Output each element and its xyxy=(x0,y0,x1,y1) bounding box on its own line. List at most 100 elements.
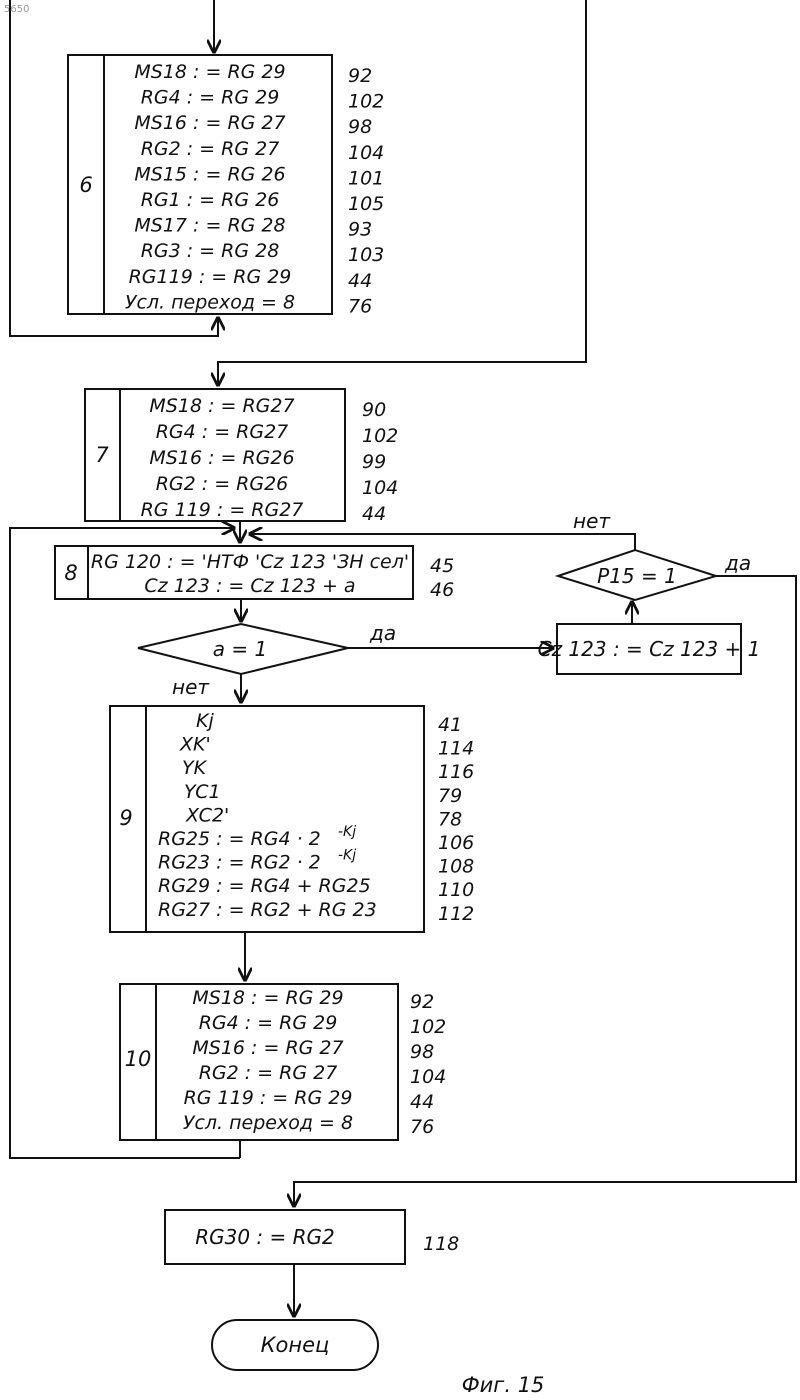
block-10-refs: 92 102 98 104 44 76 xyxy=(410,991,446,1138)
block10-line: RG4 : = RG 29 xyxy=(199,1012,338,1034)
block-7-number: 7 xyxy=(95,443,109,467)
block6-line: RG4 : = RG 29 xyxy=(141,87,280,109)
decision-a-no-label: нет xyxy=(172,675,210,699)
block10-line: RG2 : = RG 27 xyxy=(199,1062,338,1084)
block7-ref: 44 xyxy=(362,503,386,525)
block9-line: RG29 : = RG4 + RG25 xyxy=(158,875,371,897)
block10-ref: 104 xyxy=(410,1066,446,1088)
block-10-number: 10 xyxy=(125,1047,152,1071)
block-8-refs: 4546 xyxy=(430,555,454,601)
decision-p15-no-label: нет xyxy=(573,509,611,533)
block7-line: MS16 : = RG26 xyxy=(149,447,294,469)
block-9: 9 KjXK'YKYC1XC2'RG25 : = RG4 · 2-KjRG23 … xyxy=(110,706,474,932)
block-9-number: 9 xyxy=(119,806,132,830)
block9-ref: 110 xyxy=(438,879,474,901)
block9-ref: 108 xyxy=(438,856,474,878)
block6-line: Усл. переход = 8 xyxy=(125,291,295,313)
block-10: 10 MS18 : = RG 29 RG4 : = RG 29 MS16 : = R… xyxy=(120,984,446,1140)
block7-line: RG4 : = RG27 xyxy=(156,421,289,443)
block9-line: YK xyxy=(182,757,208,779)
block10-ref: 76 xyxy=(410,1116,434,1138)
block9-ref: 116 xyxy=(438,761,474,783)
block9-line: RG27 : = RG2 + RG 23 xyxy=(158,899,377,921)
block9-ref: 78 xyxy=(438,808,462,830)
block8-line: Cz 123 : = Cz 123 + a xyxy=(144,575,355,597)
block6-ref: 76 xyxy=(348,295,372,317)
block9-ref: 114 xyxy=(438,738,474,760)
block6-ref: 103 xyxy=(348,244,384,266)
block10-line: RG 119 : = RG 29 xyxy=(184,1087,353,1109)
block7-ref: 102 xyxy=(362,425,398,447)
block6-line: RG2 : = RG 27 xyxy=(141,138,280,160)
block9-line: Kj xyxy=(196,710,214,732)
block6-ref: 101 xyxy=(348,167,384,189)
block10-ref: 98 xyxy=(410,1041,434,1063)
block8-ref: 45 xyxy=(430,555,454,577)
terminator-text: Конец xyxy=(261,1333,330,1357)
decision-p15-yes-label: да xyxy=(724,551,751,575)
block-7: 7 MS18 : = RG27RG4 : = RG27MS16 : = RG26… xyxy=(85,389,398,525)
block6-ref: 92 xyxy=(348,65,372,87)
block9-line: XK' xyxy=(179,734,211,756)
block-final: RG30 : = RG2 118 xyxy=(165,1210,459,1264)
block-6-number: 6 xyxy=(79,173,92,197)
block9-line: YC1 xyxy=(184,781,221,803)
block10-ref: 92 xyxy=(410,991,434,1013)
block6-line: RG3 : = RG 28 xyxy=(141,240,280,262)
decision-a-yes-label: да xyxy=(369,621,396,645)
block9-line: RG25 : = RG4 · 2 xyxy=(158,828,321,850)
block6-line: RG119 : = RG 29 xyxy=(129,266,292,288)
block7-ref: 90 xyxy=(362,399,386,421)
decision-a-text: a = 1 xyxy=(213,637,267,661)
block10-line: MS16 : = RG 27 xyxy=(192,1037,343,1059)
block9-ref: 106 xyxy=(438,832,474,854)
block10-ref: 102 xyxy=(410,1016,446,1038)
figure-caption: Фиг. 15 xyxy=(462,1373,545,1397)
block9-ref: 112 xyxy=(438,903,474,925)
decision-p15: P15 = 1 нет да xyxy=(558,509,751,600)
block9-line: XC2' xyxy=(185,804,229,826)
block-final-text: RG30 : = RG2 xyxy=(195,1225,335,1249)
block7-line: RG2 : = RG26 xyxy=(156,473,289,495)
block8-ref: 46 xyxy=(430,579,454,601)
block8-line: RG 120 : = 'НТФ 'Cz 123 'ЗН сел' xyxy=(91,551,409,573)
decision-a: a = 1 да нет xyxy=(138,621,396,699)
block7-ref: 99 xyxy=(362,451,386,473)
block7-line: MS18 : = RG27 xyxy=(149,395,294,417)
block6-ref: 98 xyxy=(348,116,372,138)
block6-line: MS15 : = RG 26 xyxy=(134,163,285,185)
decision-p15-text: P15 = 1 xyxy=(597,564,677,588)
block6-ref: 105 xyxy=(348,193,384,215)
block6-line: RG1 : = RG 26 xyxy=(141,189,280,211)
block6-line: MS18 : = RG 29 xyxy=(134,61,285,83)
block-7-refs: 90 102 99 104 44 xyxy=(362,399,398,525)
block10-line: MS18 : = RG 29 xyxy=(192,987,343,1009)
block6-ref: 44 xyxy=(348,270,372,292)
block-8: 8 RG 120 : = 'НТФ 'Cz 123 'ЗН сел'Cz 123… xyxy=(55,546,454,601)
block-6: 6 MS18 : = RG 29 RG4 : = RG 29 MS16 : = RG… xyxy=(68,55,384,317)
block10-line: Усл. переход = 8 xyxy=(183,1112,353,1134)
block6-line: MS16 : = RG 27 xyxy=(134,112,285,134)
corner-mark: 5650 xyxy=(4,4,29,15)
block-8-number: 8 xyxy=(64,561,77,585)
increment-text: Cz 123 : = Cz 123 + 1 xyxy=(538,637,761,661)
block-9-refs: 411141167978106108110112 xyxy=(438,714,474,925)
increment-box: Cz 123 : = Cz 123 + 1 xyxy=(538,624,761,674)
block9-exponent: -Kj xyxy=(338,848,356,864)
block10-ref: 44 xyxy=(410,1091,434,1113)
block7-line: RG 119 : = RG27 xyxy=(141,499,304,521)
block-7-lines: MS18 : = RG27RG4 : = RG27MS16 : = RG26RG… xyxy=(141,395,304,521)
block-final-ref: 118 xyxy=(423,1233,459,1255)
block9-exponent: -Kj xyxy=(338,824,356,840)
block6-ref: 102 xyxy=(348,91,384,113)
block9-line: RG23 : = RG2 · 2 xyxy=(158,852,321,874)
block-6-refs: 92 102 98 104 101 105 93 103 44 76 xyxy=(348,65,384,317)
block6-ref: 93 xyxy=(348,219,372,241)
block9-ref: 79 xyxy=(438,785,462,807)
terminator: Конец xyxy=(212,1320,378,1370)
block6-ref: 104 xyxy=(348,142,384,164)
block6-line: MS17 : = RG 28 xyxy=(134,215,285,237)
block7-ref: 104 xyxy=(362,477,398,499)
